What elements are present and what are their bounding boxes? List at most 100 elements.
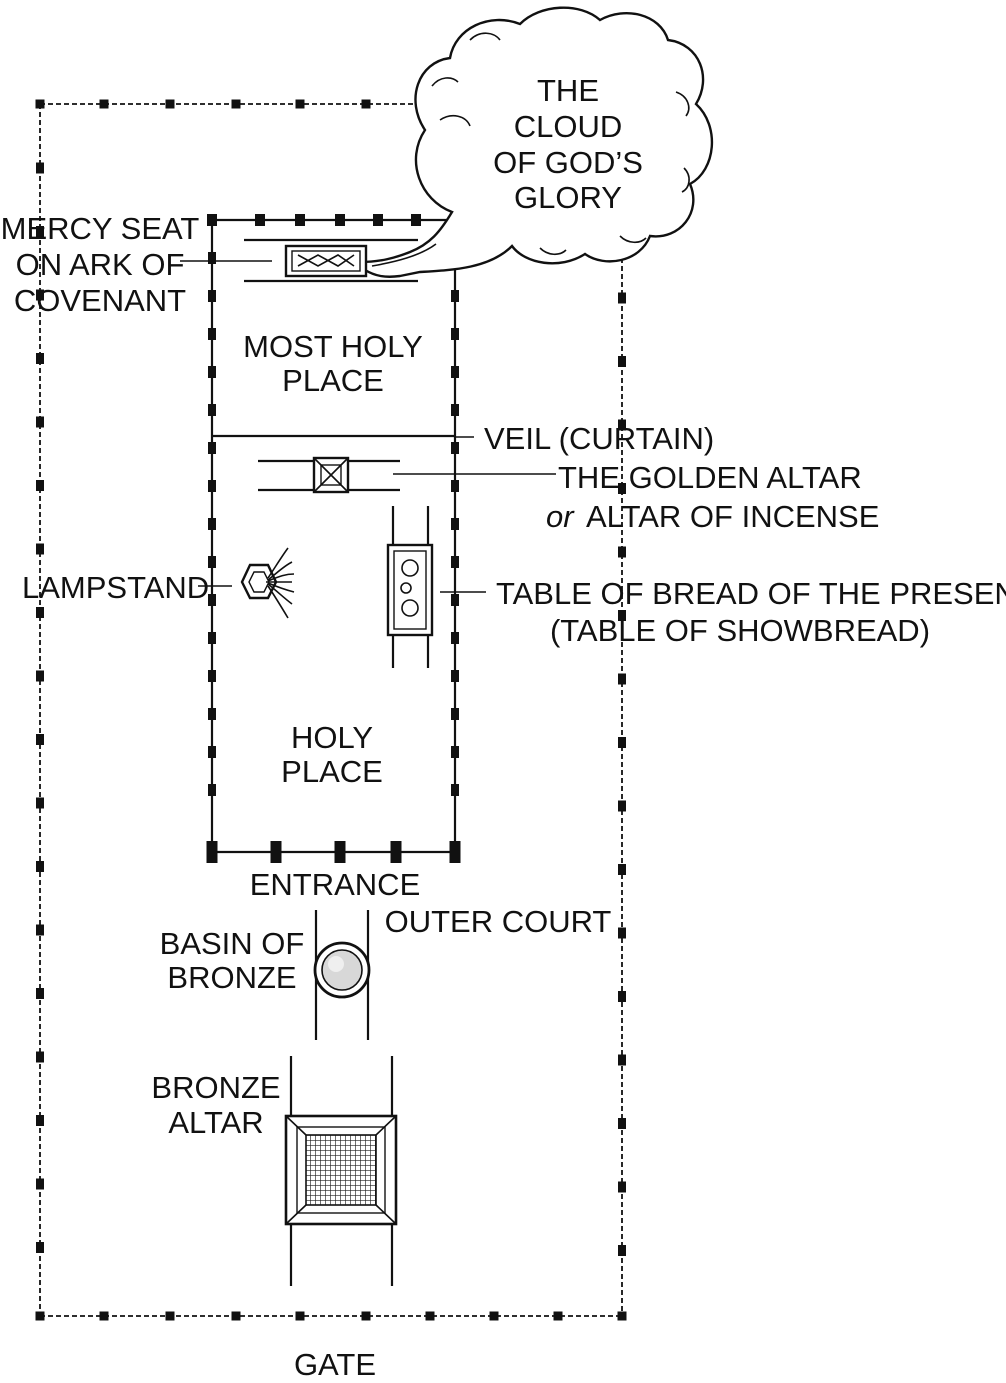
fence-post (295, 99, 305, 109)
fence-post (618, 673, 626, 685)
tent-post (208, 252, 216, 264)
mercy-seat-label-line1: MERCY SEAT (1, 211, 200, 246)
fence-post (36, 162, 44, 174)
golden-altar-or-label: or (546, 499, 575, 534)
tent-post (451, 366, 459, 378)
ark-of-covenant-icon (244, 238, 418, 283)
fence-post (425, 1311, 435, 1321)
bronze-altar-icon (284, 1056, 398, 1286)
fence-post (36, 670, 44, 682)
entrance-label: ENTRANCE (250, 867, 421, 902)
tent-post (451, 594, 459, 606)
fence-post (36, 988, 44, 999)
lampstand-icon (240, 547, 295, 619)
altar-of-incense-label: ALTAR OF INCENSE (586, 499, 879, 534)
tent-post (449, 841, 461, 863)
cloud-label-line2: CLOUD (514, 109, 623, 144)
table-label-line2: (TABLE OF SHOWBREAD) (550, 613, 930, 648)
fence-post (618, 927, 626, 939)
tent-post (206, 841, 218, 863)
tent-post (451, 480, 459, 492)
fence-post (295, 1311, 305, 1321)
tabernacle-tent (206, 214, 461, 863)
tent-post (451, 784, 459, 796)
tent-post (451, 518, 459, 530)
bronze-altar-label-line2: ALTAR (168, 1105, 263, 1140)
mercy-seat-label-line3: COVENANT (14, 283, 186, 318)
cloud-label-line1: THE (537, 73, 599, 108)
most-holy-place-label-line2: PLACE (282, 363, 384, 398)
tent-post (451, 404, 459, 416)
fence-post (36, 861, 44, 872)
fence-post (36, 797, 44, 809)
fence-post (553, 1311, 563, 1321)
tent-post (208, 442, 216, 454)
fence-post (231, 99, 241, 109)
fence-post (99, 1311, 109, 1321)
gate-label: GATE (294, 1347, 376, 1382)
fence-post (35, 99, 45, 109)
tent-post (451, 442, 459, 454)
holy-place-label-line1: HOLY (291, 720, 373, 755)
fence-post (618, 546, 626, 558)
fence-post (165, 1311, 175, 1321)
cloud-label-line4: GLORY (514, 180, 622, 215)
fence-post (36, 543, 44, 555)
tent-post (335, 214, 345, 226)
tent-post (451, 746, 459, 758)
fence-post (618, 991, 626, 1002)
tent-post (208, 594, 216, 606)
tent-post (208, 404, 216, 416)
fence-post (36, 1242, 44, 1253)
tent-post (208, 670, 216, 682)
basin-label-line2: BRONZE (167, 960, 296, 995)
tent-post (255, 214, 265, 226)
fence-post (35, 1311, 45, 1321)
bronze-basin-icon (313, 910, 371, 1040)
fence-post (618, 1054, 626, 1066)
fence-post (361, 99, 371, 109)
tent-post (451, 290, 459, 302)
fence-post (618, 1181, 626, 1193)
fence-post (618, 800, 626, 812)
tent-post (295, 214, 305, 226)
cloud-label-line3: OF GOD’S (493, 145, 643, 180)
tent-post (451, 556, 459, 568)
tent-post (390, 841, 402, 863)
tent-post (451, 670, 459, 682)
veil-label: VEIL (CURTAIN) (484, 421, 714, 456)
cloud-of-glory: THE CLOUD OF GOD’S GLORY (357, 6, 714, 278)
fence-post (36, 1115, 44, 1126)
fence-post (231, 1311, 241, 1321)
fence-post (617, 1311, 627, 1321)
fence-post (618, 737, 626, 748)
tent-post (270, 841, 282, 863)
tent-post (208, 290, 216, 302)
fence-post (36, 607, 44, 618)
tent-post (208, 518, 216, 530)
fence-post (489, 1311, 499, 1321)
tent-post (334, 841, 346, 863)
tent-post (208, 632, 216, 644)
tent-post (208, 556, 216, 568)
fence-post (165, 99, 175, 109)
fence-post (36, 289, 44, 301)
fence-post (618, 1118, 626, 1129)
tent-post (373, 214, 383, 226)
fence-post (36, 1178, 44, 1190)
fence-post (36, 353, 44, 364)
lampstand-label: LAMPSTAND (22, 570, 209, 605)
fence-post (618, 292, 626, 304)
tent-post (208, 480, 216, 492)
tent-post (208, 746, 216, 758)
tent-post (451, 632, 459, 644)
fence-post (99, 99, 109, 109)
tent-post (451, 708, 459, 720)
outer-court-fence (35, 99, 627, 1321)
tent-post (451, 328, 459, 340)
fence-post (36, 734, 44, 745)
fence-post (36, 416, 44, 428)
fence-post (618, 419, 626, 431)
bronze-altar-label-line1: BRONZE (151, 1070, 280, 1105)
